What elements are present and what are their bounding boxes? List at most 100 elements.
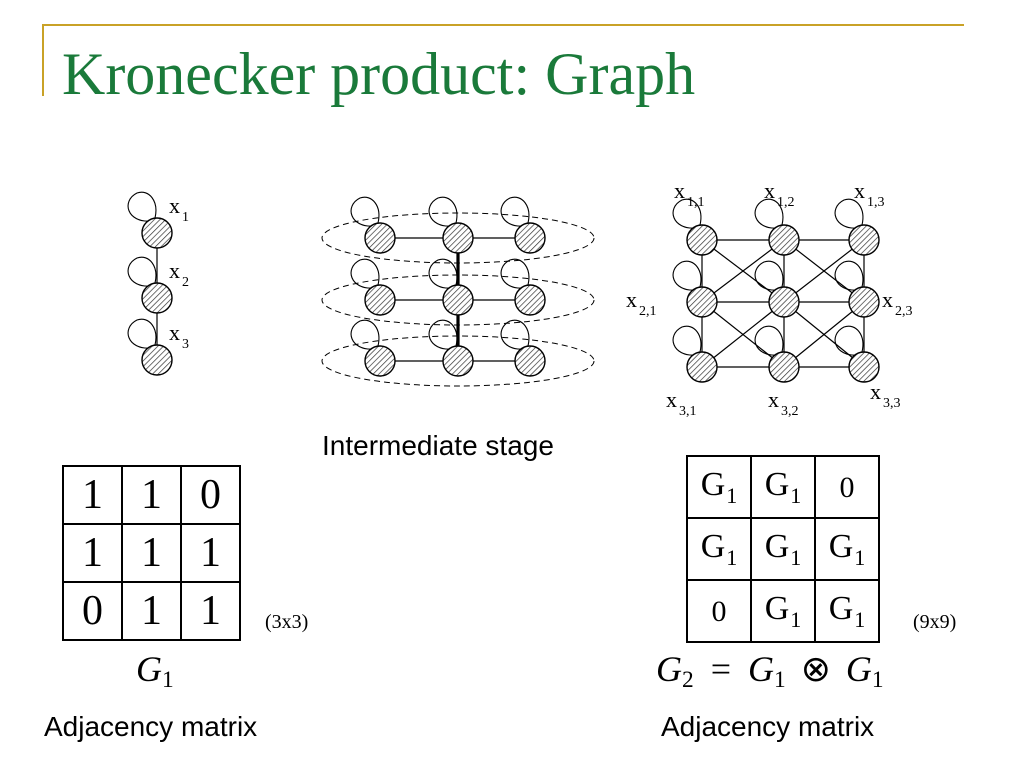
matrix-g2-block-symbol: G [828, 527, 854, 565]
matrix-g2-cell: G1 [750, 455, 816, 519]
self-loop [127, 256, 157, 287]
g2-node-label-subscript: 1,2 [777, 195, 795, 210]
self-loop [672, 198, 702, 229]
matrix-g2-cell: G1 [750, 517, 816, 581]
matrix-g2-block: G1 [765, 528, 802, 571]
matrix-g1-name: G1 [136, 651, 174, 692]
matrix-g2-block-symbol: G [828, 589, 854, 627]
matrix-g2-cell: 0 [686, 579, 752, 643]
self-loop [672, 325, 702, 356]
matrix-g1-name-symbol: G [136, 649, 162, 689]
g2-edge [701, 301, 785, 368]
g2-node-label-letter: x [882, 287, 893, 312]
self-loop [428, 196, 458, 227]
matrix-g2-block-sub: 1 [790, 482, 802, 508]
graph-node [514, 345, 546, 377]
self-loop [350, 196, 380, 227]
matrix-g2-block-symbol: G [700, 465, 726, 503]
matrix-g2-block-sub: 1 [726, 544, 738, 570]
g2-node-label-subscript: 2,1 [639, 304, 657, 319]
formula-lhs: G [656, 649, 682, 689]
g2-edge [783, 301, 865, 368]
self-loop [834, 198, 864, 229]
intermediate-stage-caption: Intermediate stage [322, 430, 554, 461]
g2-edge [701, 239, 785, 303]
self-loop [754, 198, 784, 229]
self-loop [500, 258, 530, 289]
g1-node-label-letter: x [169, 320, 180, 345]
matrix-g2-zero-block: 0 [839, 471, 855, 504]
g2-node-label-subscript: 3,1 [679, 404, 697, 419]
matrix-g2-cell: G1 [686, 517, 752, 581]
self-loop [834, 325, 864, 356]
matrix-g2-block-symbol: G [700, 527, 726, 565]
matrix-g2-block-sub: 1 [790, 606, 802, 632]
matrix-g2-cell: G1 [750, 579, 816, 643]
g2-node-label-subscript: 3,3 [883, 396, 901, 411]
g2-node-label-subscript: 1,1 [687, 195, 705, 210]
self-loop [428, 258, 458, 289]
matrix-g2-block-symbol: G [764, 527, 790, 565]
self-loop [672, 260, 702, 291]
self-loop [754, 260, 784, 291]
self-loop [428, 319, 458, 350]
graph-node [514, 222, 546, 254]
graph-node [442, 284, 474, 316]
slide-title: Kronecker product: Graph [62, 41, 696, 107]
self-loop [500, 196, 530, 227]
frame-line-left [42, 24, 44, 96]
matrix-g1-cell: 1 [180, 581, 241, 641]
g1-node-label-subscript: 3 [182, 337, 189, 352]
g2-edge [783, 239, 865, 303]
formula-equals: = [710, 649, 732, 689]
matrix-g2-block: G1 [701, 528, 738, 571]
graph-node [141, 344, 173, 376]
self-loop [127, 191, 157, 222]
graph-node [848, 351, 880, 383]
g1-node-label-letter: x [169, 193, 180, 218]
graph-node [141, 282, 173, 314]
matrix-g2-zero-block: 0 [711, 595, 727, 628]
g2-node-label-letter: x [674, 178, 685, 203]
graph-node [141, 217, 173, 249]
formula-a-sub: 1 [774, 666, 786, 693]
matrix-g2-block: G1 [829, 528, 866, 571]
matrix-g2-cell: G1 [814, 579, 880, 643]
matrix-g2-block: G1 [765, 466, 802, 509]
matrix-g2-cell: 0 [814, 455, 880, 519]
matrix-g1-cell: 1 [62, 523, 123, 583]
self-loop [500, 319, 530, 350]
graph-node [686, 286, 718, 318]
graph-node [686, 351, 718, 383]
matrix-g1-size: (3x3) [265, 611, 309, 633]
g2-node-label-letter: x [764, 178, 775, 203]
graph-node [848, 224, 880, 256]
g1-node-label-subscript: 1 [182, 210, 189, 225]
matrix-g1-cell: 1 [121, 523, 182, 583]
matrix-g2-block: G1 [765, 590, 802, 633]
matrix-g1-name-sub: 1 [162, 666, 174, 693]
formula-lhs-sub: 2 [682, 666, 694, 693]
matrix-g2-block-sub: 1 [854, 606, 866, 632]
formula-b: G [845, 649, 872, 689]
graph-node [442, 345, 474, 377]
g1-node-label-letter: x [169, 258, 180, 283]
